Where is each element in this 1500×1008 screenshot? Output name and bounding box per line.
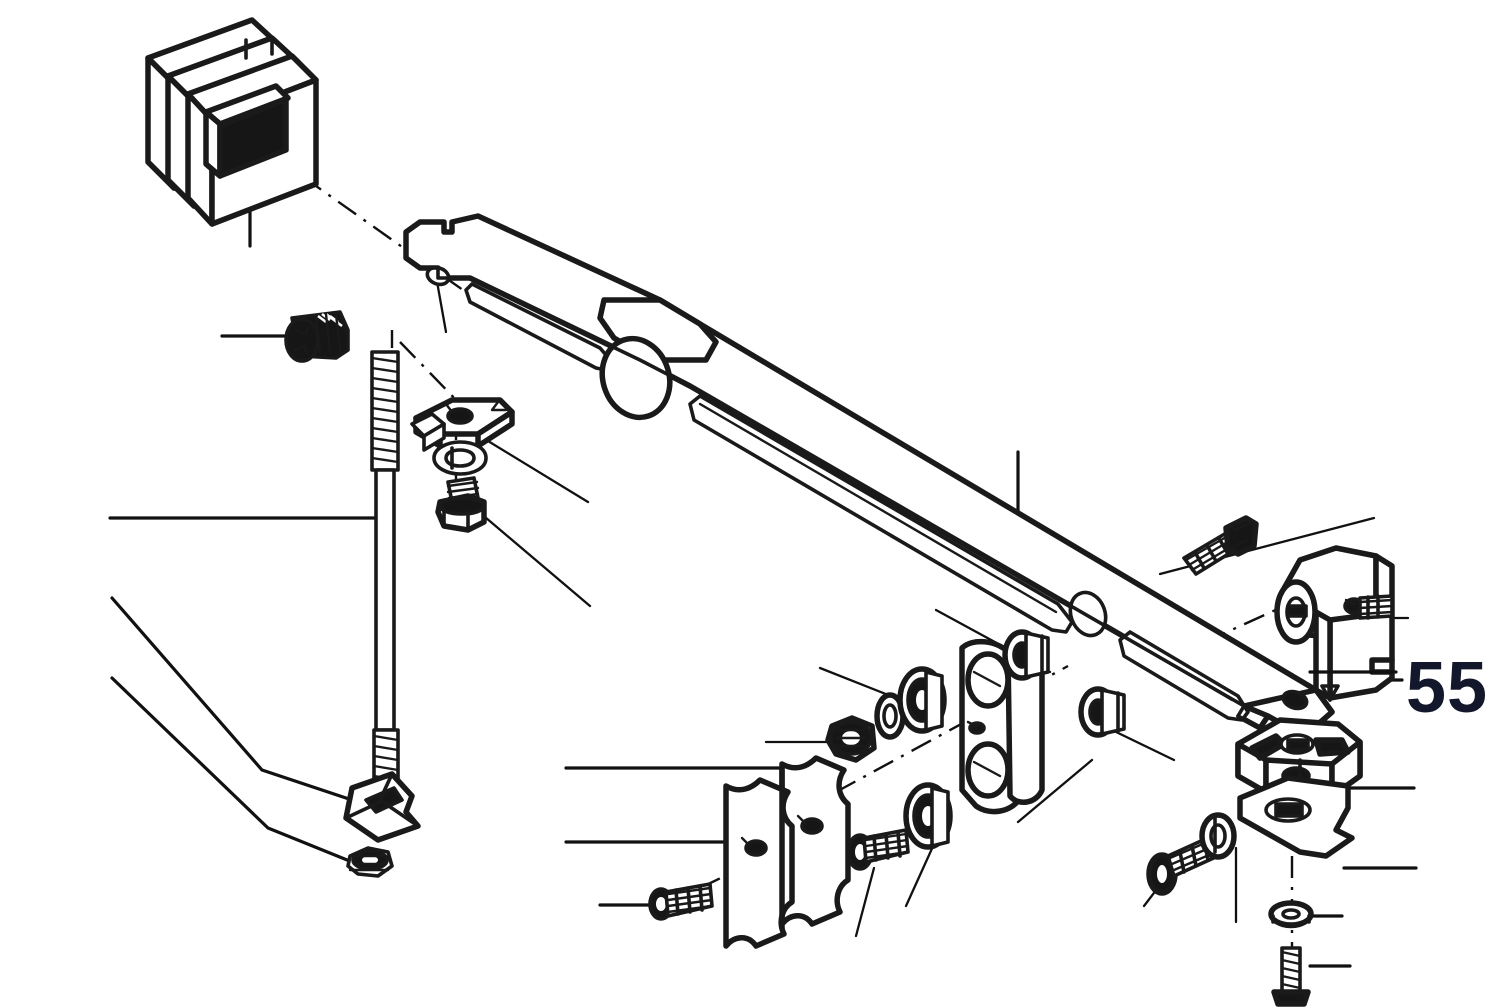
hex-lock-nut bbox=[346, 846, 394, 878]
spring-clip-bracket bbox=[410, 397, 515, 452]
step-bushing-a bbox=[1002, 629, 1050, 681]
scalloped-link-plate-rear bbox=[779, 755, 851, 927]
flat-washer-bottom bbox=[1268, 900, 1314, 929]
callout-55: 55 bbox=[1406, 648, 1488, 728]
phillips-pan-head-screw bbox=[284, 310, 350, 363]
flat-washer-center bbox=[874, 692, 906, 740]
roller-cylinder-bracket bbox=[1274, 545, 1395, 701]
square-shim-plate-stack bbox=[145, 17, 319, 227]
step-bushing-b bbox=[1078, 686, 1126, 738]
socket-head-cap-screw-lower bbox=[846, 828, 910, 871]
ball-bearing-upper bbox=[897, 666, 947, 734]
hex-nut-center bbox=[825, 715, 877, 763]
pan-head-screw-bottom bbox=[1271, 946, 1311, 1007]
flanged-hex-nut bbox=[435, 476, 487, 533]
mounting-plate-tab bbox=[1237, 775, 1355, 859]
split-lock-washer bbox=[432, 440, 488, 476]
set-screw-roller bbox=[1358, 594, 1394, 620]
hex-flange-bolt-right bbox=[1182, 515, 1259, 576]
socket-head-screw-scallop bbox=[648, 882, 714, 921]
dimension-arrow-55 bbox=[1308, 618, 1398, 702]
arrow-rod-end-fitting bbox=[343, 771, 421, 843]
ball-bearing-lower bbox=[903, 782, 953, 850]
scalloped-link-plate-front bbox=[723, 767, 795, 949]
split-lock-washer-right bbox=[1199, 812, 1237, 860]
long-threaded-rod bbox=[370, 350, 400, 808]
